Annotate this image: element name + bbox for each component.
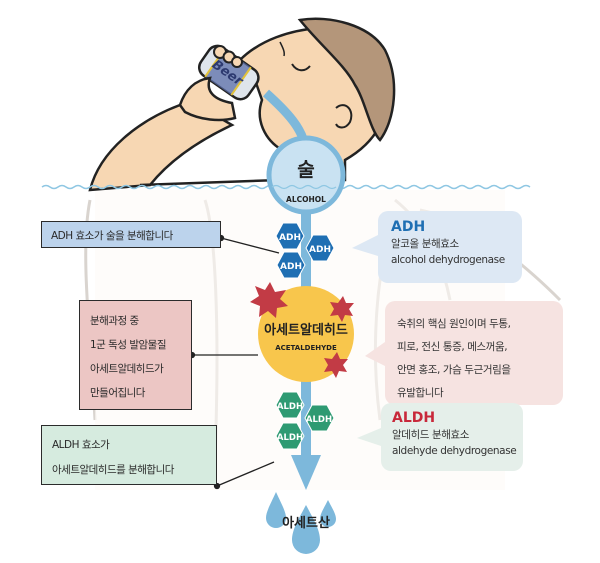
svg-text:ADH: ADH bbox=[279, 233, 301, 243]
aldh-info-title: ALDH bbox=[392, 410, 436, 426]
aldh-info-ko: 알데히드 분해효소 bbox=[392, 429, 470, 441]
adh-bubble-tail bbox=[352, 235, 378, 256]
acetaldehyde-label-ko: 아세트알데히드 bbox=[264, 322, 348, 338]
adh-hex: ADH bbox=[305, 234, 335, 262]
svg-text:ALDH: ALDH bbox=[277, 402, 303, 412]
acetic-acid-drops: 아세트산 bbox=[266, 492, 336, 554]
acet-bubble-tail bbox=[365, 342, 385, 366]
aldh-hex: ALDH bbox=[304, 404, 335, 432]
aldh-hex: ALDH bbox=[275, 391, 305, 419]
toxin-star-icon bbox=[250, 282, 354, 378]
adh-hexagons: ADH ADH ADH bbox=[275, 222, 335, 279]
aldh-info-en: aldehyde dehydrogenase bbox=[392, 445, 517, 457]
adh-info-title: ADH bbox=[391, 219, 426, 235]
acetaldehyde-callout-line: 아세트알데히드가 bbox=[90, 363, 164, 375]
adh-info-bubble: ADH 알코올 분해효소 alcohol dehydrogenase bbox=[378, 211, 522, 283]
alcohol-label-ko: 술 bbox=[297, 159, 314, 181]
alcohol-node: 술 ALCOHOL bbox=[266, 135, 346, 215]
acetaldehyde-label-en: ACETALDEHYDE bbox=[275, 344, 337, 352]
down-arrow bbox=[291, 455, 321, 490]
adh-callout-box: ADH 효소가 술을 분해합니다 bbox=[41, 221, 221, 248]
acetaldehyde-callout-line: 분해과정 중 bbox=[90, 315, 139, 327]
acetaldehyde-callout-line: 만들어집니다 bbox=[90, 387, 145, 399]
acetaldehyde-info-line: 유발합니다 bbox=[397, 387, 444, 399]
aldh-callout-line: 아세트알데히드를 분해합니다 bbox=[52, 464, 174, 476]
adh-info-en: alcohol dehydrogenase bbox=[391, 254, 505, 266]
svg-text:ALDH: ALDH bbox=[306, 415, 332, 425]
aldh-hex: ALDH bbox=[275, 422, 305, 450]
svg-text:ADH: ADH bbox=[280, 262, 302, 272]
aldh-callout-line: ALDH 효소가 bbox=[52, 439, 110, 451]
head bbox=[238, 17, 396, 182]
beer-can: Beer bbox=[178, 44, 260, 122]
adh-hex: ADH bbox=[276, 251, 306, 279]
acetaldehyde-info-line: 피로, 전신 통증, 메스꺼움, bbox=[397, 341, 508, 353]
acetaldehyde-info-line: 안면 홍조, 가슴 두근거림을 bbox=[397, 364, 511, 376]
acetaldehyde-callout-line: 1군 독성 발암물질 bbox=[90, 339, 166, 351]
acetaldehyde-callout-box: 분해과정 중 1군 독성 발암물질 아세트알데히드가 만들어집니다 bbox=[79, 300, 192, 410]
aldh-hexagons: ALDH ALDH ALDH bbox=[275, 391, 335, 450]
aldh-callout-box: ALDH 효소가 아세트알데히드를 분해합니다 bbox=[41, 425, 217, 485]
adh-hex: ADH bbox=[275, 222, 305, 250]
adh-callout-text: ADH 효소가 술을 분해합니다 bbox=[51, 230, 173, 242]
acetaldehyde-info-line: 숙취의 핵심 원인이며 두통, bbox=[397, 318, 511, 330]
alcohol-label-en: ALCOHOL bbox=[286, 195, 326, 204]
acetaldehyde-node: 아세트알데히드 ACETALDEHYDE bbox=[250, 282, 354, 382]
svg-text:ADH: ADH bbox=[309, 245, 331, 255]
acetaldehyde-info-bubble: 숙취의 핵심 원인이며 두통, 피로, 전신 통증, 메스꺼움, 안면 홍조, … bbox=[385, 301, 563, 405]
svg-text:ALDH: ALDH bbox=[277, 433, 303, 443]
aldh-info-bubble: ALDH 알데히드 분해효소 aldehyde dehydrogenase bbox=[381, 403, 523, 471]
aldh-bubble-tail bbox=[357, 428, 381, 446]
acetic-acid-label: 아세트산 bbox=[282, 515, 330, 531]
adh-info-ko: 알코올 분해효소 bbox=[391, 238, 459, 250]
